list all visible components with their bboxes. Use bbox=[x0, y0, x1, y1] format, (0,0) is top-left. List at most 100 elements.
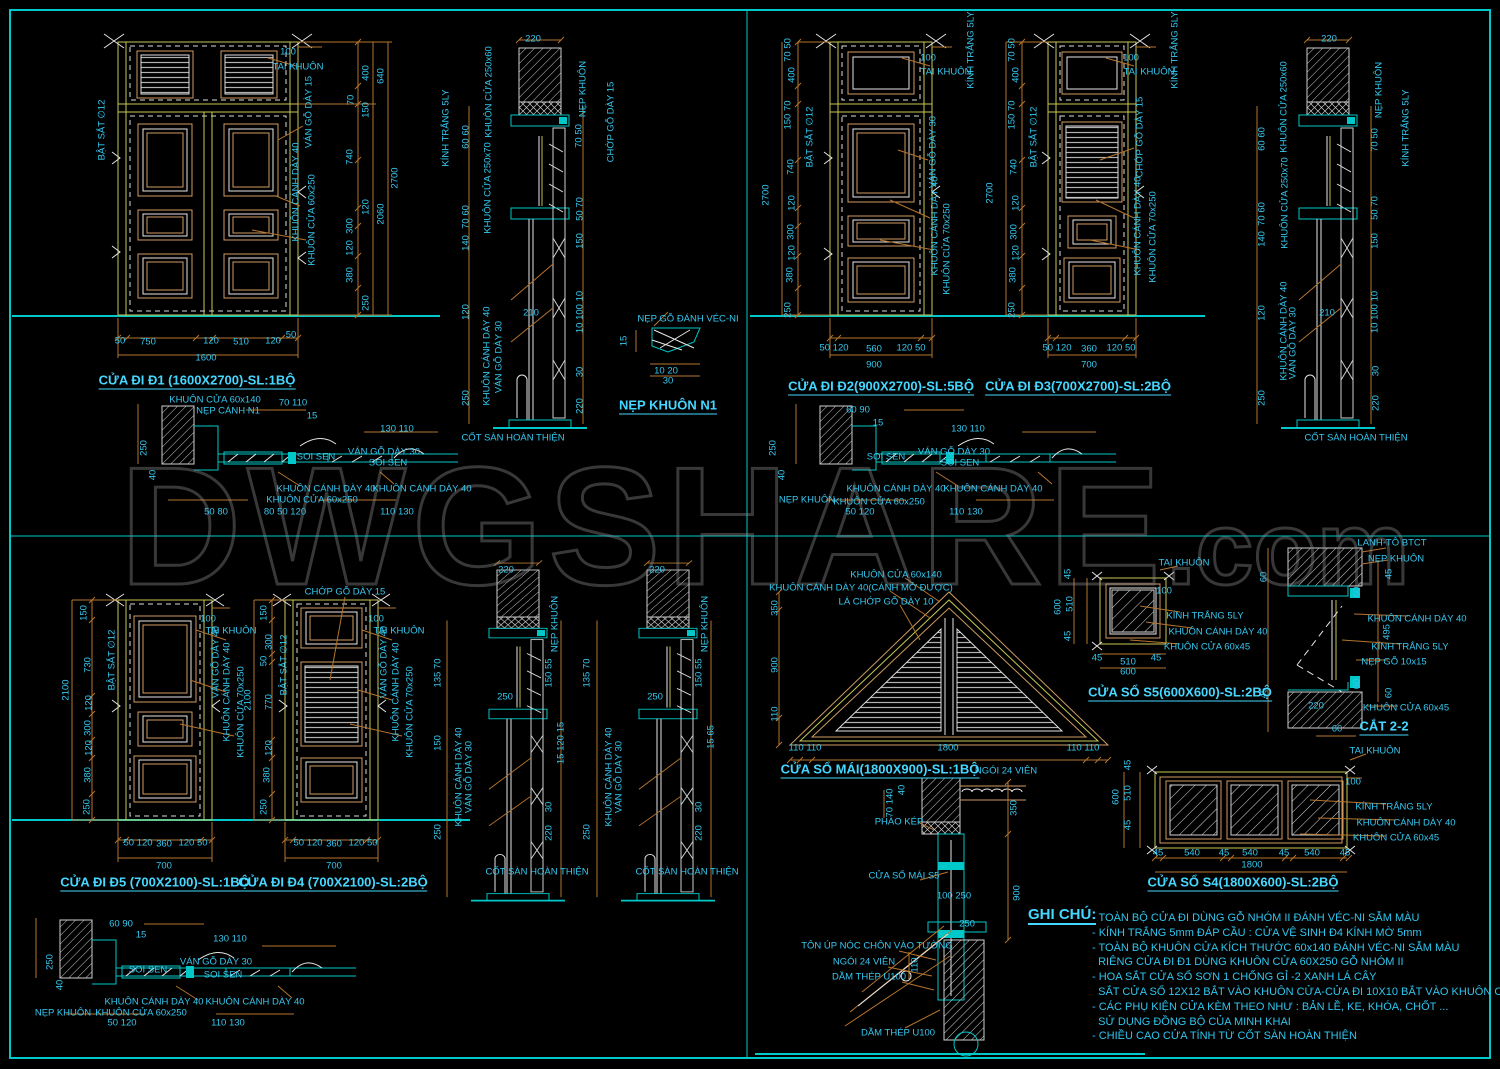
annotation-label: 100 bbox=[1345, 776, 1361, 788]
notes-heading: GHI CHÚ: bbox=[1028, 906, 1097, 925]
annotation-label: 120 50 bbox=[1106, 342, 1136, 354]
note-item: - CHIỀU CAO CỬA TÍNH TỪ CỐT SÀN HOÀN THI… bbox=[1092, 1030, 1357, 1043]
annotation-label: 300 bbox=[785, 224, 797, 240]
annotation-label: 120 bbox=[1010, 195, 1022, 211]
annotation-label: 250 bbox=[767, 440, 779, 456]
annotation-label: TAI KHUÔN bbox=[1349, 745, 1401, 757]
annotation-label: 220 bbox=[1321, 33, 1337, 45]
annotation-label: 300 bbox=[344, 218, 356, 234]
annotation-label: 135 70 bbox=[432, 658, 444, 688]
annotation-label: CỐT SÀN HOÀN THIỆN bbox=[461, 432, 565, 444]
notes-list: - TOÀN BỘ CỬA ĐI DÙNG GỖ NHÓM II ĐÁNH VÉ… bbox=[1092, 911, 1500, 1044]
annotation-label: 110 130 bbox=[211, 1017, 245, 1029]
annotation-label: 70 60 bbox=[460, 205, 472, 229]
annotation-label: VÁN GỖ DÀY 40 bbox=[210, 625, 222, 699]
annotation-label: 45 bbox=[1122, 819, 1134, 831]
annotation-label: KHUÔN CÁNH DÀY 40 bbox=[221, 642, 233, 742]
annotation-label: 45 bbox=[1062, 568, 1074, 580]
annotation-label: 110 130 bbox=[949, 506, 983, 518]
annotation-label: 30 bbox=[693, 801, 705, 813]
annotation-label: NẸP GỖ 10x15 bbox=[1361, 656, 1427, 668]
annotation-label: LANH-TÔ BTCT bbox=[1357, 537, 1427, 549]
annotation-label: SOI SEN bbox=[296, 451, 336, 463]
annotation-label: KHUÔN CỬA 60x140 bbox=[850, 569, 942, 581]
note-item: SỬ DỤNG ĐỒNG BỘ CỦA MINH KHAI bbox=[1092, 1015, 1291, 1028]
annotation-label: 120 bbox=[460, 304, 472, 320]
annotation-label: KHUÔN CỬA 70x250 bbox=[404, 666, 416, 758]
annotation-label: 150 bbox=[360, 102, 372, 118]
annotation-label: 45 bbox=[1339, 847, 1351, 859]
annotation-label: 15 bbox=[135, 929, 147, 941]
annotation-label: 10 20 bbox=[654, 365, 678, 377]
annotation-label: KHUÔN CÁNH DÀY 40(CÁNH MỞ ĐƯỢC) bbox=[769, 582, 953, 594]
annotation-label: KÍNH TRẮNG 5LY bbox=[1355, 801, 1433, 813]
annotation-label: 250 bbox=[432, 824, 444, 840]
annotation-label: 120 bbox=[83, 740, 95, 756]
annotation-label: KHUÔN CỬA 70x250 bbox=[1147, 191, 1159, 283]
annotation-label: 70 140 bbox=[884, 788, 896, 818]
annotation-label: 900 bbox=[769, 657, 781, 673]
annotation-label: 60 60 bbox=[460, 125, 472, 149]
annotation-label: VÁN GỖ DÀY 30 bbox=[463, 740, 475, 814]
annotation-label: KHUÔN CÁNH DÀY 40 bbox=[205, 996, 305, 1008]
annotation-label: 120 bbox=[360, 199, 372, 215]
annotation-label: 50 bbox=[258, 655, 270, 667]
annotation-label: 250 bbox=[647, 691, 663, 703]
annotation-label: CHỚP GỖ DÀY 15 bbox=[605, 81, 617, 163]
note-item: - KÍNH TRẮNG 5mm ĐÁP CẦU : CỬA VỆ SINH Đ… bbox=[1092, 926, 1422, 939]
annotation-label: NẸP KHUÔN bbox=[1367, 553, 1425, 565]
annotation-label: SOI SEN bbox=[866, 451, 906, 463]
annotation-label: 740 bbox=[1008, 159, 1020, 175]
nep-khuon-n1-detail bbox=[635, 311, 701, 377]
annotation-label: NẸP KHUÔN bbox=[778, 494, 836, 506]
annotation-label: 70 50 bbox=[1006, 38, 1018, 62]
annotation-label: 900 bbox=[1011, 885, 1023, 901]
annotation-label: 45 bbox=[1062, 630, 1074, 642]
annotation-label: 110 130 bbox=[380, 506, 414, 518]
annotation-label: 2060 bbox=[375, 203, 387, 225]
annotation-label: KHUÔN CỬA 250x60 bbox=[1278, 61, 1290, 153]
annotation-label: CHỚP GỖ DÀY 15 bbox=[1134, 96, 1146, 178]
annotation-label: 770 bbox=[263, 694, 275, 710]
annotation-label: 50 70 bbox=[1369, 196, 1381, 220]
annotation-label: KHUÔN CỬA 60x45 bbox=[1362, 702, 1450, 714]
annotation-label: KHUÔN CÁNH DÀY 40 bbox=[846, 483, 946, 495]
annotation-label: SOI SEN bbox=[368, 457, 408, 469]
annotation-label: 70 110 bbox=[278, 397, 308, 409]
annotation-label: TAI KHUÔN bbox=[272, 61, 324, 73]
annotation-label: 2700 bbox=[760, 184, 772, 206]
note-item: - CÁC PHỤ KIỆN CỬA KÈM THEO NHƯ : BẢN LỀ… bbox=[1092, 1000, 1449, 1013]
annotation-label: 70 60 bbox=[1256, 202, 1268, 226]
annotation-label: 380 bbox=[261, 767, 273, 783]
annotation-label: 100 bbox=[1123, 52, 1139, 64]
annotation-label: 45 bbox=[1150, 652, 1162, 664]
annotation-label: VÁN GỖ DÀY 30 bbox=[179, 956, 253, 968]
annotation-label: SOI SEN bbox=[940, 457, 980, 469]
annotation-label: 140 bbox=[460, 235, 472, 251]
note-item: - TOÀN BỘ KHUÔN CỬA KÍCH THƯỚC 60x140 ĐÁ… bbox=[1092, 941, 1460, 954]
annotation-label: 2100 bbox=[60, 679, 72, 701]
annotation-label: 50 bbox=[285, 329, 297, 341]
annotation-label: DẦM THÉP U100 bbox=[860, 1027, 936, 1039]
annotation-label: 100 bbox=[368, 613, 384, 625]
annotation-label: 110 110 bbox=[788, 742, 822, 754]
annotation-label: KHUÔN CỬA 250x70 bbox=[1279, 157, 1291, 249]
annotation-label: 130 110 bbox=[951, 423, 985, 435]
annotation-label: KHUÔN CÁNH DÀY 40 bbox=[929, 176, 941, 276]
annotation-label: KHUÔN CỬA 250x70 bbox=[482, 142, 494, 234]
annotation-label: VÁN GỖ DÀY 15 bbox=[303, 75, 315, 149]
annotation-label: 150 bbox=[258, 605, 270, 621]
annotation-label: 100 bbox=[280, 46, 296, 58]
annotation-label: BẬT SẮT ∅12 bbox=[1028, 106, 1040, 168]
annotation-label: 50 120 bbox=[845, 506, 875, 518]
annotation-label: CỐT SÀN HOÀN THIỆN bbox=[1304, 432, 1408, 444]
annotation-label: KÍNH TRẮNG 5LY bbox=[440, 89, 452, 167]
door-d2-elevation bbox=[781, 33, 952, 358]
annotation-label: 130 110 bbox=[213, 933, 247, 945]
annotation-label: CỬA SỔ MÁI S5 bbox=[868, 870, 940, 882]
note-item: - HOA SẮT CỬA SỔ SƠN 1 CHỐNG GỈ -2 XANH … bbox=[1092, 971, 1377, 984]
annotation-label: 120 bbox=[786, 195, 798, 211]
annotation-label: 250 bbox=[581, 824, 593, 840]
annotation-label: 15 bbox=[618, 335, 630, 347]
